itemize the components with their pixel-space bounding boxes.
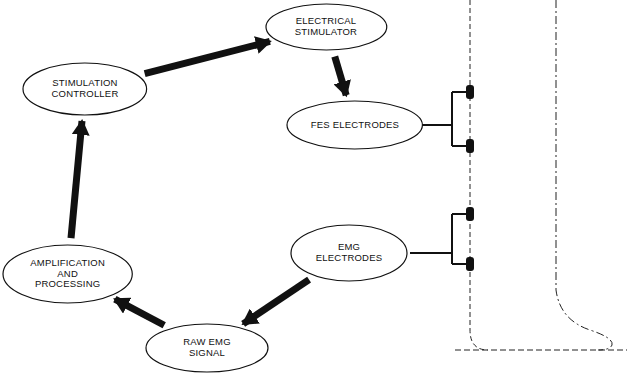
node-label: FES ELECTRODES [311, 120, 399, 131]
process-ellipse: AMPLIFICATION AND PROCESSING [2, 244, 133, 304]
leg-front-contour [556, 0, 612, 350]
flow-arrow [115, 299, 164, 325]
flow-arrow [335, 57, 346, 96]
process-ellipse: ELECTRICAL STIMULATOR [265, 3, 388, 51]
process-ellipse: EMG ELECTRODES [290, 224, 408, 282]
flow-arrow [145, 41, 270, 73]
fes-electrode-pad [466, 85, 474, 99]
flow-arrow [71, 121, 82, 238]
ground-line [455, 350, 627, 351]
node-label: EMG ELECTRODES [314, 242, 384, 264]
node-label: AMPLIFICATION AND PROCESSING [26, 258, 110, 291]
emg-electrode-pad [466, 207, 474, 221]
fes-electrode-pad [466, 139, 474, 153]
node-label: STIMULATION CONTROLLER [45, 78, 125, 100]
process-ellipse: RAW EMG SIGNAL [145, 323, 269, 373]
node-label: ELECTRICAL STIMULATOR [287, 16, 365, 38]
emg-electrode-pad [466, 257, 474, 271]
flow-arrow [243, 280, 309, 324]
node-label: RAW EMG SIGNAL [171, 337, 243, 359]
process-ellipse: FES ELECTRODES [286, 100, 423, 150]
fes-wire [422, 92, 467, 146]
emg-wire [410, 214, 467, 264]
process-ellipse: STIMULATION CONTROLLER [22, 62, 148, 116]
leg-back-contour [470, 0, 488, 350]
